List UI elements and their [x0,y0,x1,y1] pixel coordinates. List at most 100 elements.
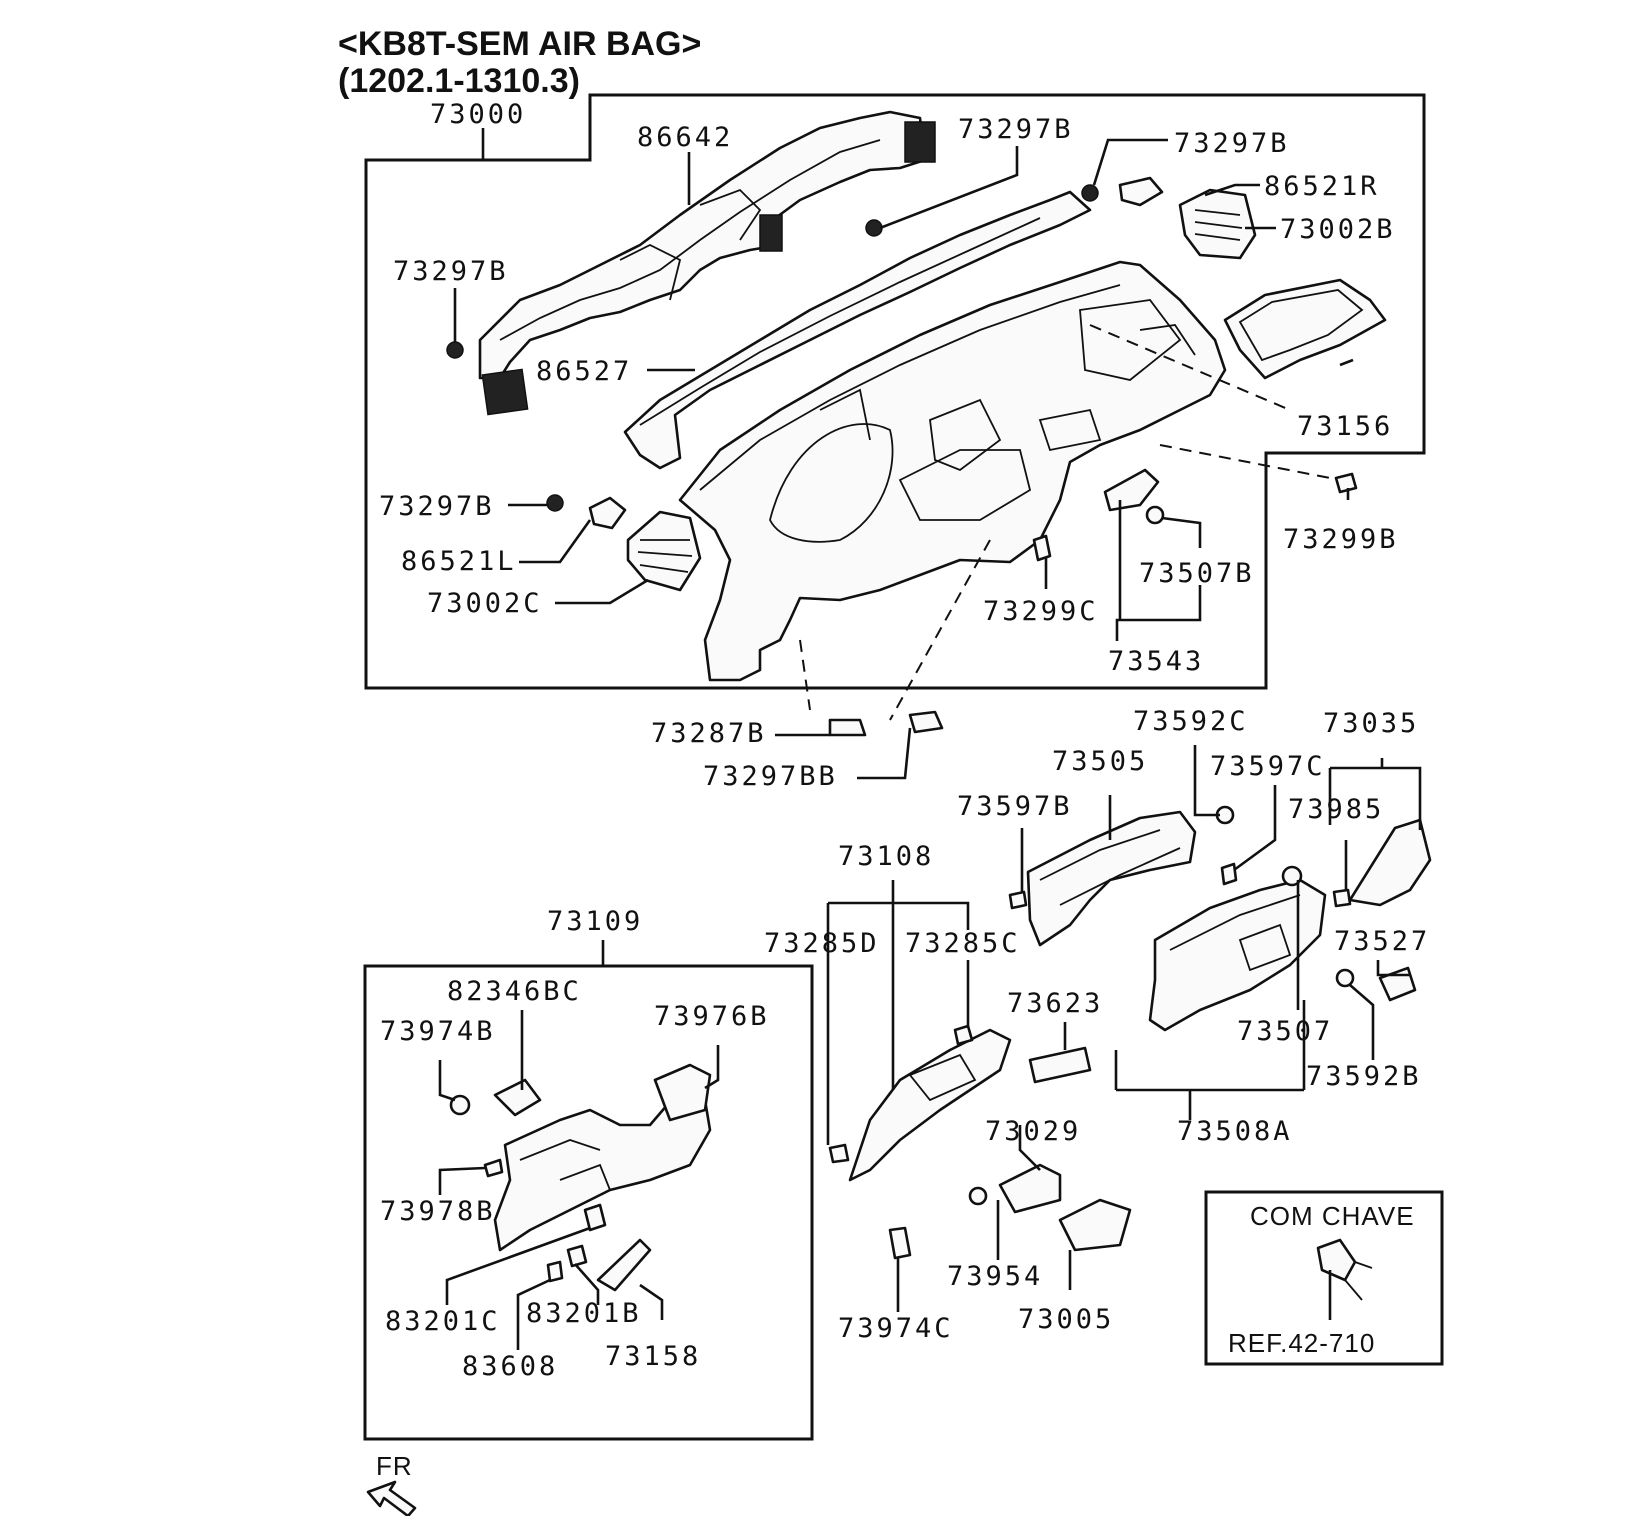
bracket-86521R [1118,176,1164,207]
label-73508A: 73508A [1177,1116,1293,1147]
label-73297B-top: 73297B [958,114,1074,145]
label-73109: 73109 [547,906,643,937]
screw-73974C [888,1226,912,1260]
clip-73597B [1008,890,1028,910]
label-73527: 73527 [1334,926,1430,957]
connector-83608 [546,1260,564,1283]
label-73297B-mid: 73297B [379,491,495,522]
bolt-73954 [968,1186,988,1206]
label-73299B: 73299B [1283,524,1399,555]
label-73005: 73005 [1018,1304,1114,1335]
bolt-73297B-right [1081,184,1099,202]
label-73029: 73029 [985,1116,1081,1147]
label-73297BB: 73297BB [703,761,838,792]
dash-detail-3 [1038,408,1102,452]
label-82346BC: 82346BC [447,976,582,1007]
bolt-73592B [1335,968,1355,988]
key-box-reference: REF.42-710 [1228,1328,1375,1358]
dash-top-edge [699,284,1121,491]
assembly-box-73000 [364,93,1426,690]
dash-detail-2 [1139,324,1196,356]
trim-73976B [653,1063,712,1122]
clip-73978B [483,1158,504,1178]
center-stack-opening [898,449,1032,521]
label-73985: 73985 [1288,794,1384,825]
clip-73299B [1334,472,1358,494]
vent-73002C-louvers [637,539,693,573]
label-73287B: 73287B [651,718,767,749]
label-73108: 73108 [838,841,934,872]
duct-end-vent [481,368,529,416]
cover-panel-73108 [848,1028,1012,1182]
label-73507B: 73507B [1139,558,1255,589]
front-arrow-icon [366,1480,417,1516]
label-73002C: 73002C [427,588,543,619]
bracket-73029 [998,1163,1062,1214]
label-73543: 73543 [1108,646,1204,677]
vent-73002B-louvers [1194,209,1243,241]
bracket-86521L [588,496,627,530]
reinforcement-bar-86527 [623,190,1092,470]
label-73002B: 73002B [1280,214,1396,245]
label-86527: 86527 [536,356,632,387]
label-73285D: 73285D [764,928,880,959]
glovebox-area [1079,299,1182,381]
screw-73297BB [908,710,944,734]
label-83201C: 83201C [385,1306,501,1337]
dash-ref-73156 [1089,324,1291,411]
trim-frame-inner [1238,289,1364,362]
label-73156: 73156 [1297,411,1393,442]
label-73978B: 73978B [380,1196,496,1227]
vent-73002C [626,510,702,592]
label-73597C: 73597C [1210,751,1326,782]
label-73592C: 73592C [1133,706,1249,737]
cover-panel-opening [908,1053,977,1102]
screw-73974B [449,1094,471,1116]
dash-ref-73297BB [889,539,991,721]
label-73285C: 73285C [905,928,1021,959]
screw-73287B [828,718,867,737]
clip-73985 [1332,888,1352,908]
label-73954: 73954 [947,1261,1043,1292]
label-83201B: 83201B [526,1298,642,1329]
label-83608: 83608 [462,1351,558,1382]
label-86521R: 86521R [1264,171,1380,202]
label-73505: 73505 [1052,746,1148,777]
diagram-title-line2: (1202.1-1310.3) [338,62,580,100]
knob-82346BC [493,1078,542,1117]
direction-label: FR [376,1451,413,1481]
label-73976B: 73976B [654,1001,770,1032]
duct-outlet-1 [619,243,682,301]
key-box-heading: COM CHAVE [1250,1201,1415,1231]
air-duct-86642 [478,110,927,380]
bolt-73297B-mid [546,494,564,512]
glovebox-housing-ribs [1039,829,1181,906]
label-73297B-left: 73297B [393,256,509,287]
label-73974B: 73974B [380,1016,496,1047]
glovebox-door-ridge [1169,894,1301,951]
clip-73299C [1032,534,1052,562]
glovebox-door-73508A [1148,878,1327,1032]
bracket-73543 [1103,468,1160,512]
lid-trim-73035 [1348,818,1432,907]
label-73299C: 73299C [983,596,1099,627]
dash-ref-73299B [1159,444,1331,479]
duct-ridge-line [499,139,881,341]
lower-panel-pocket [559,1163,611,1191]
switch-83201B [566,1244,588,1268]
key-detail [1344,1261,1373,1301]
label-73035: 73035 [1323,708,1419,739]
label-73297B-right: 73297B [1174,128,1290,159]
dash-detail-1 [819,388,871,441]
gauge-cluster-opening [769,423,894,543]
assembly-box-73109 [363,964,814,1441]
label-86521L: 86521L [401,546,517,577]
leader-lines [438,128,1422,1350]
damper-73507 [1281,865,1303,887]
trim-frame-73156 [1223,278,1387,380]
label-73597B: 73597B [957,791,1073,822]
part-labels: 73000 86642 73297B 73297B 86521R 73002B … [379,99,1430,1382]
cover-73158 [596,1238,652,1292]
glovebox-door-handle [1238,923,1292,972]
